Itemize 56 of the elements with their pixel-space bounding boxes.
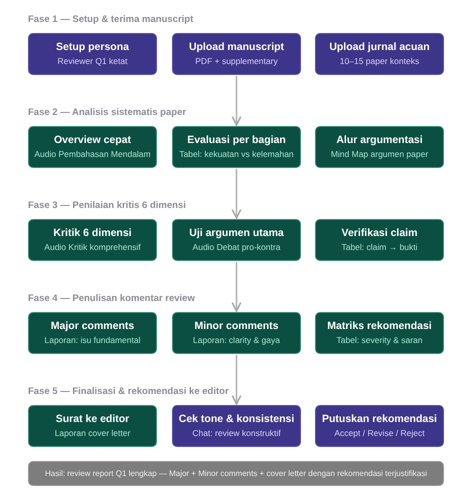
phase-heading: Fase 1 — Setup & terima manuscript [28,14,194,25]
step-title: Putuskan rekomendasi [322,413,437,426]
step-subtitle: Audio Kritik komprehensif [44,242,141,253]
step-title: Cek tone & konsistensi [178,413,294,426]
step-box [28,33,157,75]
phase-heading: Fase 3 — Penilaian kritis 6 dimensi [28,200,186,211]
step-box [172,33,301,75]
step-box [172,405,301,447]
step-box [28,405,157,447]
step-box [28,219,157,261]
step-subtitle: Tabel: kekuatan vs kelemahan [179,149,294,160]
step-title: Matriks rekomendasi [327,320,432,333]
step-subtitle: Chat: review konstruktif [192,428,281,439]
step-title: Minor comments [194,320,278,333]
step-title: Setup persona [56,41,129,54]
step-subtitle: Accept / Revise / Reject [334,428,425,439]
phase-heading: Fase 5 — Finalisasi & rekomendasi ke editor [28,386,229,397]
step-title: Upload jurnal acuan [329,41,430,54]
step-title: Kritik 6 dimensi [53,227,132,240]
phase-heading: Fase 2 — Analisis sistematis paper [28,107,186,118]
step-title: Verifikasi claim [342,227,418,240]
step-subtitle: Tabel: severity & saran [336,335,422,346]
step-title: Surat ke editor [56,413,130,426]
step-box [315,219,444,261]
step-box [315,33,444,75]
step-box [315,312,444,354]
phase-heading: Fase 4 — Penulisan komentar review [28,293,195,304]
step-subtitle: Laporan: isu fundamental [44,335,140,346]
step-subtitle: Laporan: clarity & gaya [193,335,280,346]
step-box [172,219,301,261]
step-subtitle: PDF + supplementary [195,56,278,67]
step-subtitle: Audio Debat pro-kontra [192,242,280,253]
arrow [232,355,242,405]
step-title: Uji argumen utama [189,227,284,240]
arrow [232,169,242,219]
step-box [315,126,444,168]
step-subtitle: Laporan cover letter [54,428,130,439]
step-box [172,312,301,354]
step-title: Alur argumentasi [336,134,423,147]
step-box [28,126,157,168]
step-box [28,312,157,354]
step-subtitle: Mind Map argumen paper [330,149,428,160]
step-title: Upload manuscript [188,41,284,54]
result-text: Hasil: review report Q1 lengkap — Major + Minor comments + cover letter dengan rekomendasi terjustifikasi [45,468,427,479]
arrow [232,76,242,126]
step-title: Major comments [50,320,134,333]
step-subtitle: Audio Pembahasan Mendalam [34,149,151,160]
step-box [315,405,444,447]
arrow [232,262,242,312]
step-subtitle: Tabel: claim → bukti [341,242,418,253]
result-banner [28,461,444,486]
step-title: Overview cepat [54,134,132,147]
step-title: Evaluasi per bagian [187,134,286,147]
step-box [172,126,301,168]
step-subtitle: 10–15 paper konteks [340,56,420,67]
step-subtitle: Reviewer Q1 ketat [58,56,128,67]
